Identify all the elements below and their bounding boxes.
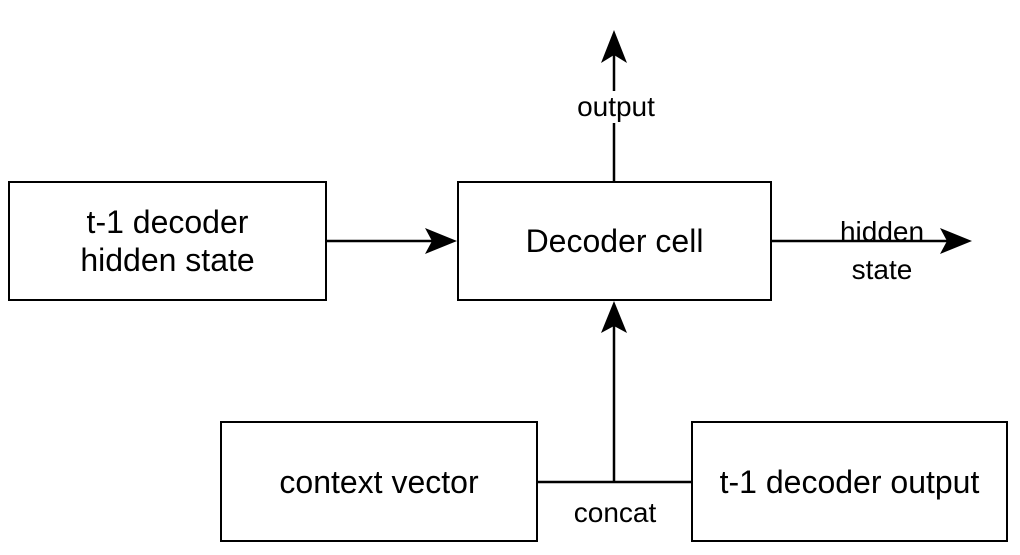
concat-edge-label: concat xyxy=(573,497,657,528)
context-vector-box: context vector xyxy=(220,421,538,542)
hidden-state-edge-label: hidden state xyxy=(839,216,925,285)
hidden-out-arrowhead xyxy=(940,228,972,254)
output-edge-label: output xyxy=(566,91,666,123)
output-arrowhead xyxy=(601,30,627,63)
decoder-cell-label: Decoder cell xyxy=(525,223,704,259)
hidden-in-arrowhead xyxy=(425,228,457,254)
decoder-cell-box: Decoder cell xyxy=(457,181,772,301)
context-vector-label: context vector xyxy=(279,463,479,500)
prev-decoder-output-label: t-1 decoder output xyxy=(719,463,980,500)
prev-decoder-output-box: t-1 decoder output xyxy=(691,421,1008,542)
concat-up-arrowhead xyxy=(601,301,627,333)
prev-hidden-state-label: t-1 decoder hidden state xyxy=(80,204,255,278)
prev-hidden-state-box: t-1 decoder hidden state xyxy=(8,181,327,301)
